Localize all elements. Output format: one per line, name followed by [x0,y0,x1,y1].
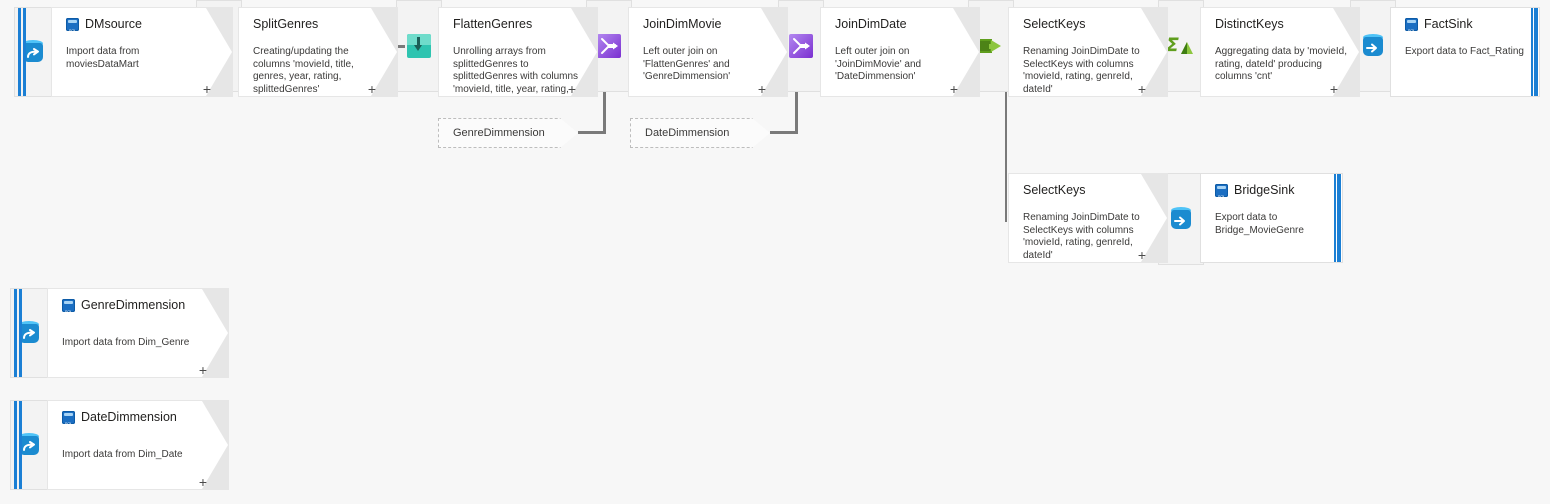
node-title: SelectKeys [1023,183,1086,197]
sink-accent-bars [1529,8,1539,96]
node-title: FlattenGenres [453,17,533,31]
node-title: SelectKeys [1023,17,1086,31]
connector-dateref-to-join [770,131,798,134]
connector-genreref-to-join [578,131,606,134]
reference-chip-datedimmension[interactable]: DateDimmension [630,118,770,148]
node-body[interactable]: FlattenGenres Unrolling arrays from spli… [438,7,598,97]
sql-dataset-icon [1215,183,1228,205]
source-rail [10,400,47,490]
add-node-button[interactable]: + [1137,81,1146,97]
connector-selectkeys-branch-vertical [1005,52,1007,222]
node-title: DMsource [66,16,220,32]
database-source-icon [20,39,46,65]
aggregate-icon: Σ [1166,35,1196,57]
node-description: Export data to Fact_Rating [1405,46,1524,57]
node-selectkeys-bottom[interactable]: SelectKeys Renaming JoinDimDate to Selec… [1008,173,1168,263]
sql-dataset-icon [62,299,75,312]
node-description: Renaming JoinDimDate to SelectKeys with … [1023,212,1140,261]
node-body[interactable]: DMsource Import data from moviesDataMart… [51,7,233,97]
node-title: BridgeSink [1215,182,1330,205]
node-genredimmension[interactable]: GenreDimmension Import data from Dim_Gen… [10,288,229,378]
database-sink-icon [1168,206,1194,232]
sql-dataset-icon [62,411,75,424]
add-node-button[interactable]: + [198,474,207,490]
join-icon [597,34,621,58]
node-description: Creating/updating the columns 'movieId, … [253,46,354,95]
node-title: SplitGenres [253,17,319,31]
node-description: Aggregating data by 'movieId, rating, da… [1215,46,1347,82]
connector-dateref-vertical [795,60,798,134]
node-description: Left outer join on 'FlattenGenres' and '… [643,46,731,82]
source-rail [10,288,47,378]
node-body[interactable]: SelectKeys Renaming JoinDimDate to Selec… [1008,173,1168,263]
tile-flatten[interactable] [387,0,442,92]
node-joindimmovie[interactable]: JoinDimMovie Left outer join on 'Flatten… [628,7,788,97]
node-description: Export data to Bridge_MovieGenre [1215,212,1304,236]
node-description: Unrolling arrays from splittedGenres to … [453,46,579,95]
node-dmsource[interactable]: DMsource Import data from moviesDataMart… [14,7,233,97]
add-node-button[interactable]: + [367,81,376,97]
sql-dataset-icon [66,18,79,31]
node-body[interactable]: BridgeSink Export data to Bridge_MovieGe… [1200,173,1343,263]
node-body[interactable]: FactSink Export data to Fact_Rating [1390,7,1540,97]
node-joindimdate[interactable]: JoinDimDate Left outer join on 'JoinDimM… [820,7,980,97]
node-title: JoinDimDate [835,17,907,31]
node-datedimmension[interactable]: DateDimmension Import data from Dim_Date… [10,400,229,490]
node-title: FactSink [1405,16,1527,39]
node-body[interactable]: GenreDimmension Import data from Dim_Gen… [47,288,229,378]
node-body[interactable]: JoinDimMovie Left outer join on 'Flatten… [628,7,788,97]
node-description: Renaming JoinDimDate to SelectKeys with … [1023,46,1140,95]
node-flattengenres[interactable]: FlattenGenres Unrolling arrays from spli… [438,7,598,97]
node-body[interactable]: SelectKeys Renaming JoinDimDate to Selec… [1008,7,1168,97]
database-source-icon [16,432,42,458]
add-node-button[interactable]: + [1329,81,1338,97]
node-title: DistinctKeys [1215,17,1284,31]
database-sink-icon [1360,33,1386,59]
source-rail [14,7,51,97]
node-title: JoinDimMovie [643,17,722,31]
connector-genreref-vertical [603,60,606,134]
node-description: Import data from Dim_Genre [62,337,190,348]
node-body[interactable]: DistinctKeys Aggregating data by 'movieI… [1200,7,1360,97]
node-body[interactable]: JoinDimDate Left outer join on 'JoinDimM… [820,7,980,97]
node-description: Left outer join on 'JoinDimMovie' and 'D… [835,46,922,82]
node-description: Import data from Dim_Date [62,449,183,460]
node-title: DateDimmension [62,409,216,425]
node-description: Import data from moviesDataMart [66,46,140,70]
reference-chip-genredimmension[interactable]: GenreDimmension [438,118,578,148]
database-source-icon [16,320,42,346]
node-factsink[interactable]: FactSink Export data to Fact_Rating [1390,7,1540,97]
add-node-button[interactable]: + [949,81,958,97]
node-bridgesink[interactable]: BridgeSink Export data to Bridge_MovieGe… [1200,173,1343,263]
sink-accent-bars [1332,174,1342,262]
join-icon [789,34,813,58]
add-node-button[interactable]: + [1137,247,1146,263]
add-node-button[interactable]: + [202,81,211,97]
reference-chip-label: DateDimmension [645,127,730,139]
node-title: GenreDimmension [62,297,216,313]
node-body[interactable]: SplitGenres Creating/updating the column… [238,7,398,97]
select-icon [978,37,1004,55]
flatten-icon [407,34,431,58]
sql-dataset-icon [1405,17,1418,39]
add-node-button[interactable]: + [757,81,766,97]
reference-chip-label: GenreDimmension [453,127,545,139]
node-body[interactable]: DateDimmension Import data from Dim_Date… [47,400,229,490]
node-splitgenres[interactable]: SplitGenres Creating/updating the column… [238,7,398,97]
node-distinctkeys[interactable]: DistinctKeys Aggregating data by 'movieI… [1200,7,1360,97]
node-selectkeys-top[interactable]: SelectKeys Renaming JoinDimDate to Selec… [1008,7,1168,97]
add-node-button[interactable]: + [198,362,207,378]
add-node-button[interactable]: + [567,81,576,97]
